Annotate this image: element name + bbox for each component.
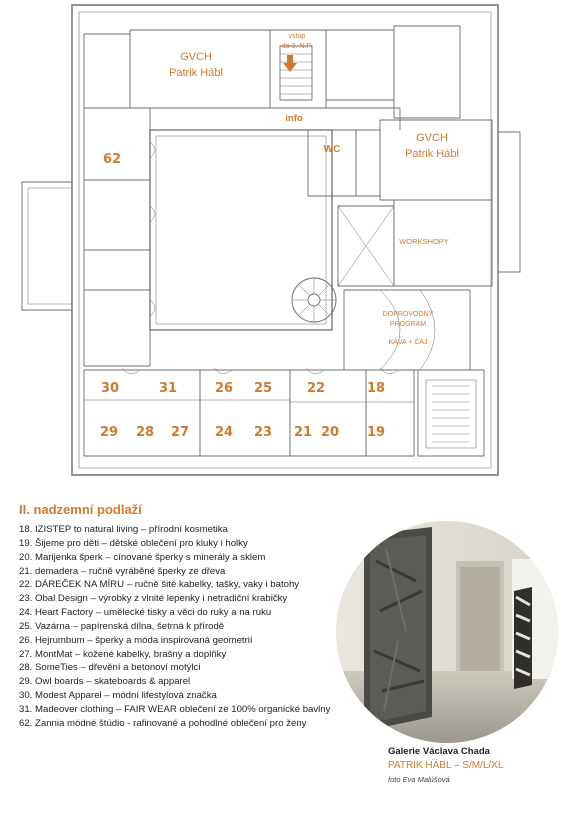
room-number-62: 62 — [103, 152, 121, 167]
floor-plan: GVCH Patrik Hábl vstup do 3. N.P. info W… — [21, 4, 521, 476]
room-label-gvch-top: GVCH — [180, 51, 212, 63]
wc-label: WC — [324, 144, 341, 155]
room-number-30: 30 — [101, 381, 119, 396]
room-number-19: 19 — [367, 425, 385, 440]
room-label-artist-top: Patrik Hábl — [169, 67, 223, 79]
room-number-20: 20 — [321, 425, 339, 440]
list-item: 28. SomeTies – dřevění a betonoví motýlc… — [19, 662, 201, 674]
program-label-line-2: PROGRAM — [390, 321, 426, 328]
list-item: 19. Šijeme pro děti – dětské oblečení pr… — [19, 537, 248, 549]
photo-caption-subtitle: PATRIK HÁBL – S/M/L/XL — [388, 760, 504, 771]
entrance-label-line-1: vstup — [289, 33, 306, 40]
list-item: 21. demadera – ručně vyráběné šperky ze … — [19, 565, 226, 577]
list-item: 23. Obal Design – výrobky z vlnité lepen… — [19, 593, 288, 605]
room-number-26: 26 — [215, 381, 233, 396]
list-item: 22. DÁREČEK NA MÍRU – ručně šité kabelky… — [19, 579, 300, 591]
room-number-18: 18 — [367, 381, 385, 396]
list-item: 26. Hejrumbum – šperky a móda inspirovan… — [19, 634, 253, 646]
photo-caption-title: Galerie Václava Chada — [388, 746, 490, 757]
room-number-24: 24 — [215, 425, 233, 440]
program-label-line-1: DOPROVODNÝ — [383, 309, 434, 318]
list-item: 29. Owl boards – skateboards & apparel — [19, 676, 191, 688]
info-label: info — [285, 113, 303, 124]
room-number-29: 29 — [100, 425, 118, 440]
room-number-27: 27 — [171, 425, 189, 440]
cafe-label: KÁVA + ČAJ — [389, 337, 428, 346]
entrance-label-line-2: do 3. N.P. — [282, 43, 312, 50]
room-label-gvch-right: GVCH — [416, 132, 448, 144]
list-item: 18. IZISTEP to natural living – přírodní… — [19, 524, 228, 535]
room-number-28: 28 — [136, 425, 154, 440]
photo-credit: foto Eva Malúšová — [388, 775, 450, 784]
list-item: 30. Modest Apparel – módní lifestylová z… — [19, 690, 217, 702]
workshops-label: WORKSHOPY — [399, 237, 449, 246]
list-item: 62. Zannia módné štúdio - rafinované a p… — [19, 717, 307, 729]
gallery-photo — [336, 521, 558, 743]
list-item: 31. Madeover clothing – FAIR WEAR obleče… — [19, 703, 331, 715]
room-number-22: 22 — [307, 381, 325, 396]
room-number-25: 25 — [254, 381, 272, 396]
room-number-21: 21 — [294, 425, 312, 440]
list-item: 24. Heart Factory – umělecké tisky a věc… — [19, 607, 272, 619]
exhibitor-list: 18. IZISTEP to natural living – přírodní… — [19, 523, 359, 731]
list-item: 25. Vazárna – papírenská dílna, šetrná k… — [19, 620, 225, 632]
room-number-31: 31 — [159, 381, 177, 396]
list-item: 27. MontMat – kožené kabelky, brašny a d… — [19, 648, 227, 660]
list-item: 20. Marijenka šperk – cínované šperky s … — [19, 551, 266, 563]
room-label-artist-right: Patrik Hábl — [405, 148, 459, 160]
room-number-23: 23 — [254, 425, 272, 440]
floor-title: II. nadzemní podlaží — [19, 502, 142, 517]
